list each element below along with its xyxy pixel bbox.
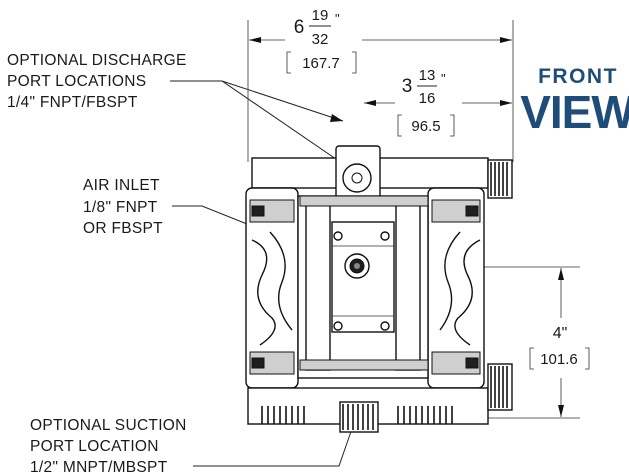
suction-port-right (487, 363, 513, 411)
air-inlet-callout: AIR INLET 1/8" FNPT OR FBSPT (83, 177, 353, 267)
view-title: FRONT VIEW (520, 65, 629, 138)
height-imperial: 4" (553, 325, 568, 342)
half-width-metric-bracket (397, 114, 455, 137)
discharge-arrowhead-2 (330, 114, 343, 122)
discharge-port-left-bore (351, 172, 363, 184)
half-dim-arrow-right (500, 100, 512, 106)
view-title-view: VIEW (520, 86, 629, 138)
suction-port-callout: OPTIONAL SUCTION PORT LOCATION 1/2" MNPT… (30, 417, 356, 476)
width-metric: 167.7 (302, 55, 340, 72)
discharge-callout-line-2: PORT LOCATIONS (7, 73, 146, 90)
suction-callout-line-3: 1/2" MNPT/MBSPT (30, 459, 168, 476)
half-width-metric: 96.5 (411, 118, 440, 135)
half-width-dimension: 3 13 16 " 96.5 (364, 67, 512, 137)
suction-callout-line-2: PORT LOCATION (30, 438, 159, 455)
left-fluid-chamber (245, 187, 299, 389)
view-title-front: FRONT (538, 65, 618, 88)
half-dim-arrow-left (364, 100, 376, 106)
discharge-leader-right (221, 80, 344, 122)
half-width-whole: 3 (402, 76, 413, 97)
width-whole: 6 (294, 17, 305, 38)
air-inlet-line-1: AIR INLET (83, 177, 160, 194)
width-inch-mark: " (335, 11, 340, 26)
dim-arrow-right (500, 37, 512, 43)
pump-body (245, 145, 513, 433)
dim-arrow-left (249, 37, 261, 43)
suction-manifold-ribs (261, 406, 453, 424)
half-width-numerator: 13 (419, 67, 436, 84)
suction-leader (193, 419, 356, 467)
half-width-denominator: 16 (419, 90, 436, 107)
height-metric-bracket (529, 347, 590, 370)
air-inlet-port (344, 253, 370, 279)
height-arrow-top (558, 268, 564, 280)
center-air-section (297, 195, 429, 379)
discharge-callout-line-3: 1/4" FNPT/FBSPT (7, 94, 138, 111)
air-inlet-line-3: OR FBSPT (83, 220, 163, 237)
discharge-callout-line-1: OPTIONAL DISCHARGE (7, 52, 187, 69)
height-arrow-bottom (558, 405, 564, 417)
suction-callout-line-1: OPTIONAL SUCTION (30, 417, 187, 434)
right-fluid-chamber (427, 187, 485, 389)
air-inlet-line-2: 1/8" FNPT (83, 199, 158, 216)
discharge-port-right (487, 159, 513, 199)
width-denominator: 32 (312, 31, 329, 48)
half-width-inch-mark: " (441, 71, 446, 86)
discharge-port-callout: OPTIONAL DISCHARGE PORT LOCATIONS 1/4" F… (7, 52, 353, 171)
width-metric-bracket (286, 51, 357, 74)
suction-port-center (339, 401, 379, 433)
width-numerator: 19 (312, 7, 329, 24)
overall-width-dimension: 6 19 32 " 167.7 (247, 7, 514, 162)
height-metric: 101.6 (540, 351, 578, 368)
